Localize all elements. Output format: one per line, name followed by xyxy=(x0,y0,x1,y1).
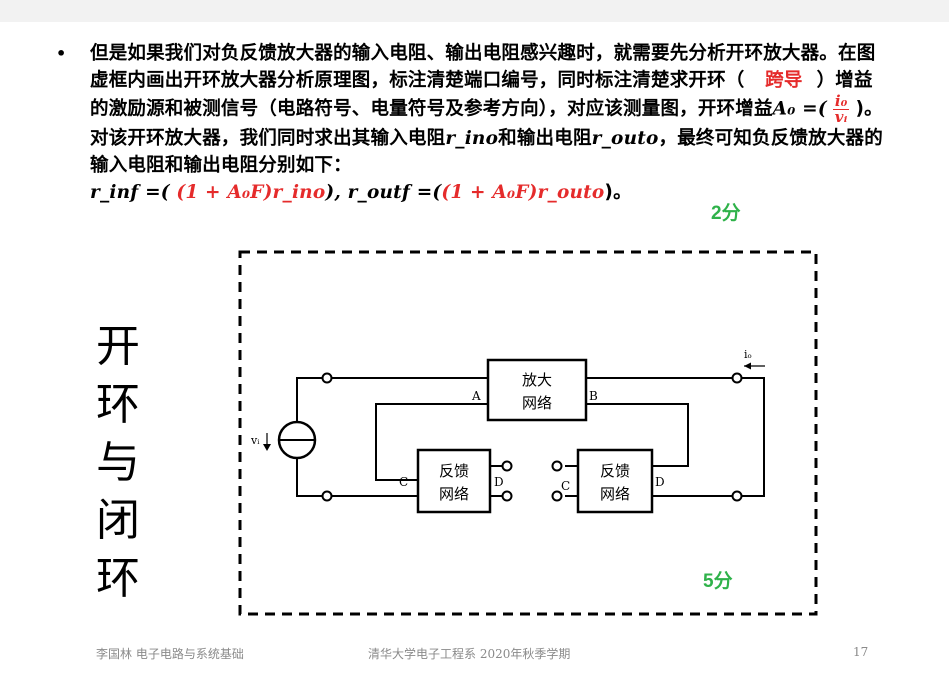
fb-left-label-2: 网络 xyxy=(439,485,469,503)
port-b-label: B xyxy=(589,389,598,403)
wire-inner-right xyxy=(586,403,689,467)
feedback-network-right-box xyxy=(576,448,654,514)
fb-right-label-2: 网络 xyxy=(600,485,630,503)
r-outo-symbol: r_outo xyxy=(591,128,659,149)
fraction-numerator: i₀ xyxy=(832,92,850,110)
port-c-label-left: C xyxy=(399,475,408,489)
terminal-fb-left-d1 xyxy=(501,460,513,472)
port-d-label-right: D xyxy=(655,475,665,489)
r-ino-symbol: r_ino xyxy=(445,128,499,149)
top-bar xyxy=(0,0,949,22)
side-char-2: 环 xyxy=(96,379,140,430)
gain-symbol: A₀ =( xyxy=(772,98,827,120)
wire-output-short xyxy=(742,377,765,497)
io-label: iₒ xyxy=(744,348,752,361)
footer-author: 李国林 电子电路与系统基础 xyxy=(96,647,244,661)
port-d-label-left: D xyxy=(494,475,504,489)
terminal-fb-right-c1 xyxy=(551,460,563,472)
io-arrow-head xyxy=(744,362,751,370)
r-outf-symbol: ), r_outf =( xyxy=(325,182,442,203)
side-char-4: 闭 xyxy=(96,495,140,546)
side-char-5: 环 xyxy=(96,553,140,604)
r-inf-symbol: r_inf =( xyxy=(90,182,170,203)
amp-label-2: 网络 xyxy=(522,394,552,412)
fb-left-label-1: 反馈 xyxy=(439,462,469,480)
port-c-label-right: C xyxy=(561,479,570,493)
bullet-marker: • xyxy=(56,44,67,63)
wire-inner-left xyxy=(375,403,488,481)
side-char-3: 与 xyxy=(96,437,140,488)
terminal-right-bottom xyxy=(731,490,743,502)
side-title: 开 环 与 闭 环 xyxy=(96,318,146,608)
text-segment-4: 和输出电阻 xyxy=(498,128,592,149)
terminal-right-top xyxy=(731,372,743,384)
text-segment-5: ，最终可知负反馈放大器的输入电阻和输出电阻分别如下： xyxy=(90,128,883,176)
terminal-fb-right-c2 xyxy=(551,490,563,502)
port-a-label: A xyxy=(471,389,481,403)
footer-department: 清华大学电子工程系 2020年秋季学期 xyxy=(368,647,571,661)
text-segment-3: )。对该开环放大器，我们同时求出其输入电阻 xyxy=(90,98,883,150)
answer-output-resistance: (1 + A₀F)r_outo xyxy=(441,182,605,203)
vi-label: vᵢ xyxy=(250,434,260,447)
wire-left-top xyxy=(296,377,325,422)
footer-page-number: 17 xyxy=(853,645,869,659)
terminal-left-bottom xyxy=(321,490,333,502)
vi-arrow-head xyxy=(263,444,271,451)
fb-right-label-1: 反馈 xyxy=(600,462,630,480)
amplifier-network-box xyxy=(486,358,588,422)
dashed-frame xyxy=(238,250,818,616)
answer-transconductance: 跨导 xyxy=(765,70,803,91)
answer-input-resistance: (1 + A₀F)r_ino xyxy=(176,182,326,203)
score-top: 2分 xyxy=(711,203,741,224)
terminal-left-top xyxy=(321,372,333,384)
question-paragraph: 但是如果我们对负反馈放大器的输入电阻、输出电阻感兴趣时，就需要先分析开环放大器。… xyxy=(90,40,890,206)
wire-left-bottom xyxy=(296,458,325,497)
feedback-network-left-box xyxy=(416,448,492,514)
text-segment-2: ）增益的激励源和被测信号（电路符号、电量符号及参考方向），对应该测量图，开环增益 xyxy=(90,70,873,120)
text-segment-1: 但是如果我们对负反馈放大器的输入电阻、输出电阻感兴趣时，就需要先分析开环放大器。… xyxy=(90,43,876,91)
terminal-fb-left-d2 xyxy=(501,490,513,502)
fraction-denominator: vᵢ xyxy=(834,108,848,126)
side-char-1: 开 xyxy=(96,321,140,372)
amp-label-1: 放大 xyxy=(522,371,552,389)
text-segment-end: )。 xyxy=(604,182,632,203)
score-bottom: 5分 xyxy=(703,571,733,592)
